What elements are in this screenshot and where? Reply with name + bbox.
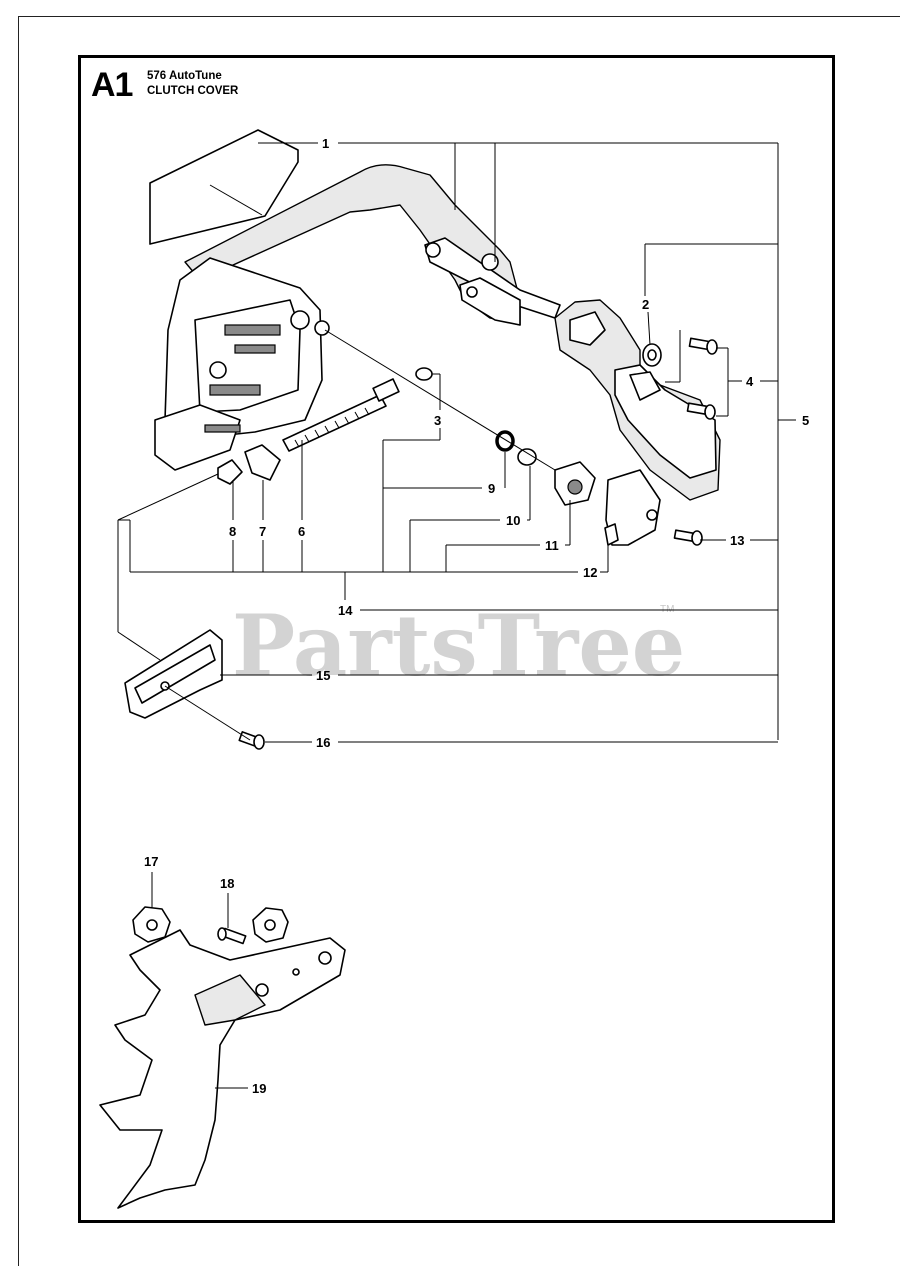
callout-17: 17	[144, 854, 158, 869]
callout-13: 13	[730, 533, 744, 548]
callout-11: 11	[545, 538, 559, 553]
callout-8: 8	[229, 524, 236, 539]
callout-2: 2	[642, 297, 649, 312]
callout-1: 1	[322, 136, 329, 151]
diagram-frame	[78, 55, 835, 1223]
bumper-spike-illustration	[99, 906, 346, 1209]
chain-catcher-part	[124, 629, 265, 750]
callout-10: 10	[506, 513, 520, 528]
chain-brake-bracket	[554, 299, 721, 501]
leader-lines	[117, 142, 796, 1089]
callout-14: 14	[338, 603, 353, 618]
left-rule	[18, 16, 19, 1266]
model-name: 576 AutoTune	[147, 70, 222, 82]
top-rule	[18, 16, 900, 17]
callout-7: 7	[259, 524, 266, 539]
callout-12: 12	[583, 565, 597, 580]
callout-labels: 1 2 3 4 5 6 7 8 9 10 11 12 13 14 15 16 1…	[144, 136, 809, 1096]
callout-16: 16	[316, 735, 330, 750]
section-code: A1	[91, 66, 133, 104]
callout-4: 4	[746, 374, 754, 389]
watermark-text: PartsTree	[232, 596, 685, 695]
cover-plate-part	[604, 469, 703, 546]
callout-19: 19	[252, 1081, 266, 1096]
callout-18: 18	[220, 876, 234, 891]
callout-6: 6	[298, 524, 305, 539]
callout-3: 3	[434, 413, 441, 428]
callout-9: 9	[488, 481, 495, 496]
section-title: CLUTCH COVER	[147, 85, 239, 97]
clutch-cover-illustration	[149, 129, 561, 471]
callout-5: 5	[802, 413, 809, 428]
callout-15: 15	[316, 668, 330, 683]
